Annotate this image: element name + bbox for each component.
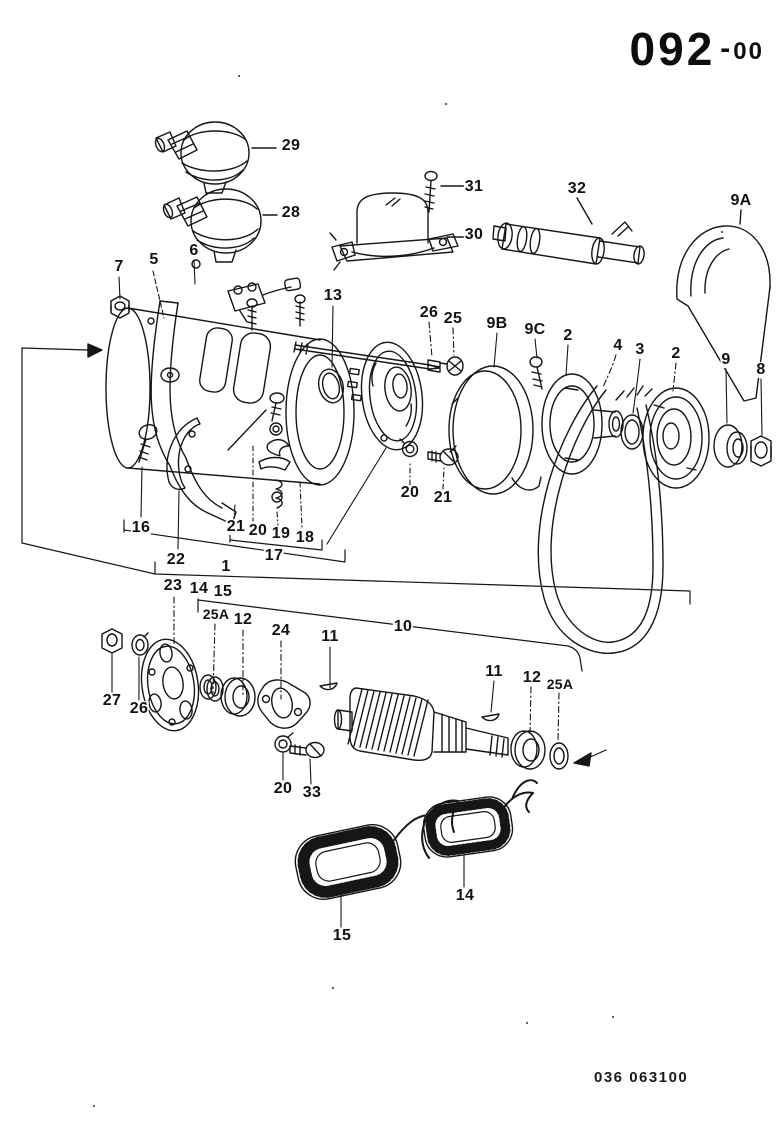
group-brackets [123,519,691,672]
generator-housing [105,294,355,486]
page-code-suffix: 00 [733,38,764,65]
callout-31: 31 [463,178,485,195]
callout-9c: 9C [523,321,547,338]
callout-6: 6 [188,242,200,259]
washer-20-mid [399,438,419,458]
regulator-30 [329,192,468,271]
cover-band-9b [448,365,542,495]
callout-9a: 9A [729,192,753,209]
callout-25a_r: 25A [545,676,575,692]
callout-4: 4 [612,337,624,354]
spacer-9 [713,424,748,468]
callout-13: 13 [322,287,344,304]
leader-lines [111,259,763,928]
callout-17: 17 [263,547,285,564]
terminal-parts-18-21 [227,392,291,509]
condenser-29 [154,121,277,194]
key-11-right [481,713,500,722]
callout-19: 19 [270,525,292,542]
callout-16: 16 [130,519,152,536]
callout-24: 24 [270,622,292,639]
callout-18: 18 [294,529,316,546]
callout-21b: 21 [432,489,454,506]
callout-11a: 11 [320,628,340,645]
washers-25a-left [199,674,224,702]
page-code-separator: - [720,32,731,65]
stud-26 [427,359,441,373]
field-coil-14 [422,779,538,858]
callout-21a: 21 [225,518,247,535]
callout-22: 22 [165,551,187,568]
strap-5 [150,300,237,525]
flange-24 [257,679,311,729]
bolt-21-mid [427,448,459,466]
callout-8: 8 [755,361,767,378]
bearing-12-right [510,730,546,770]
callout-29: 29 [280,137,302,154]
callout-26b: 26 [128,700,150,717]
callout-30: 30 [463,226,485,243]
callout-14b: 14 [454,887,476,904]
callout-20a: 20 [247,522,269,539]
callout-3: 3 [634,341,646,358]
washer-26 [131,632,149,656]
callout-9b: 9B [485,315,509,332]
cover-9a [676,209,771,402]
scan-speckles [93,75,723,1107]
callout-11b: 11 [484,663,504,680]
callout-7: 7 [113,258,125,275]
belt-4 [537,385,664,655]
key-11-left [319,682,338,691]
assembly-arrow-left [21,343,156,575]
callout-1: 1 [220,558,232,575]
callout-25: 25 [442,310,464,327]
bearing-12-left [220,677,256,717]
callout-26a: 26 [418,304,440,321]
callout-20b: 20 [399,484,421,501]
brush-end-plate [346,341,424,451]
armature [333,687,509,762]
pulley-outer-2 [642,387,710,489]
callout-33: 33 [301,784,323,801]
brush-22 [166,417,201,491]
callout-2b: 2 [670,345,682,362]
callout-10: 10 [392,618,414,635]
pulley-inner-2 [541,373,624,475]
washer-25a-right [549,742,569,770]
screw-16 [138,424,158,463]
page-code-main: 092 [629,23,716,75]
callout-27: 27 [101,692,123,709]
callout-25a_l: 25A [201,606,231,622]
doc-number: 036 063100 [594,1069,689,1086]
screw-9c [529,356,543,390]
callout-2a: 2 [562,327,574,344]
callout-23: 23 [162,577,184,594]
lock-washer-20-bottom [274,732,294,753]
screw-31 [424,170,467,213]
callout-9: 9 [720,351,732,368]
callout-15b: 15 [331,927,353,944]
callout-32: 32 [566,180,588,197]
filter-32 [492,197,645,265]
field-coil-15 [294,799,459,900]
end-plate-23 [140,638,200,732]
page-code: 092 - 00 [630,26,764,72]
nut-27 [101,628,123,654]
callout-15a: 15 [212,583,234,600]
screw-25 [439,356,464,376]
condenser-28 [162,188,278,263]
callout-14a: 14 [188,580,210,597]
screw-33 [289,741,325,759]
callout-5: 5 [148,251,160,268]
callout-12a: 12 [232,611,254,628]
callout-28: 28 [280,204,302,221]
assembly-arrow-right [573,749,607,767]
terminal-6 [191,259,302,323]
callout-20c: 20 [272,780,294,797]
nut-8 [750,435,772,467]
callout-12b: 12 [521,669,543,686]
